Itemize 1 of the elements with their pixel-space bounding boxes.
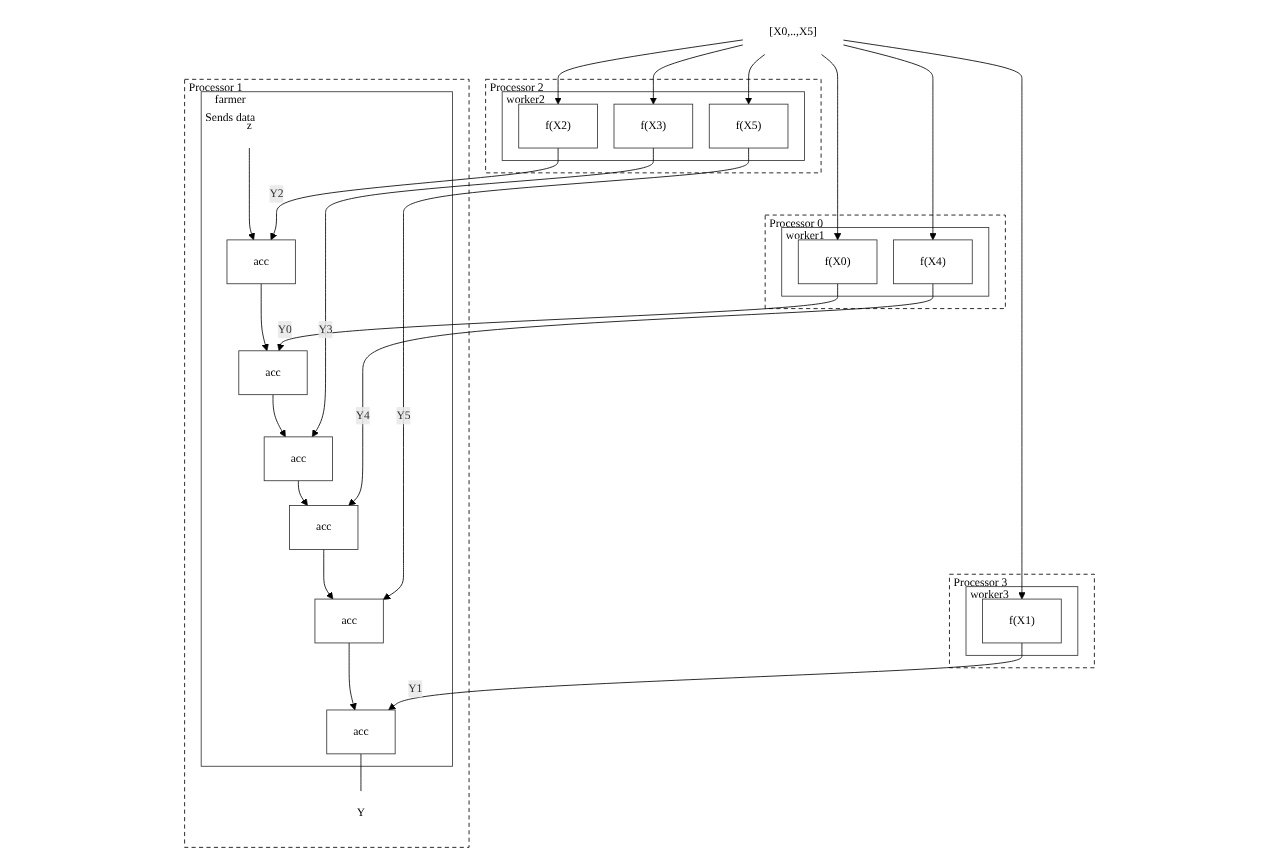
connector: [360, 753, 361, 792]
